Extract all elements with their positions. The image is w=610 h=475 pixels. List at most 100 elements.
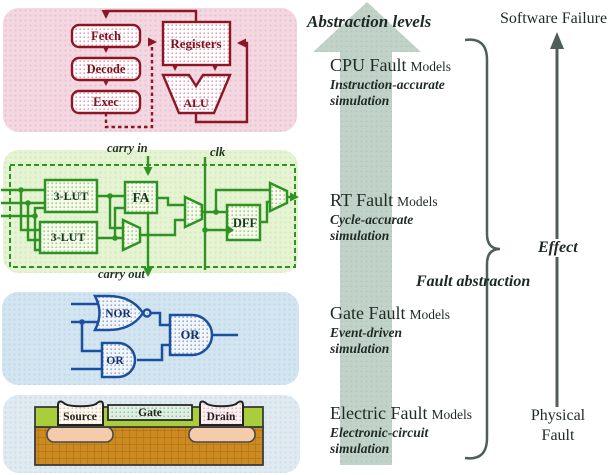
level-title-suffix: Models: [397, 194, 438, 209]
lut1-box: [43, 178, 99, 214]
gate-label: Gate: [138, 407, 162, 419]
mux2-shape: [183, 195, 204, 229]
gate-diagram: NOR OR OR: [71, 294, 238, 379]
fetch-box: [70, 23, 142, 49]
rt-fault-level-text: RT Fault Models Cycle-accurate simulatio…: [330, 190, 490, 243]
nor-bubble: [142, 308, 152, 318]
level-title-suffix: Models: [431, 407, 472, 422]
registers-to-fetch-wire: [101, 9, 198, 22]
junction-dot: [202, 227, 208, 233]
fetch-label: Fetch: [91, 29, 121, 43]
mux1-to-mux2-wire: [140, 218, 185, 237]
level-subtitle: Electronic-circuit simulation: [330, 425, 429, 456]
junction-dot: [79, 319, 85, 325]
level-title: Gate Fault Models: [330, 303, 490, 324]
software-failure-label: Software Failure: [500, 10, 608, 27]
gate-level-panel: NOR OR OR: [2, 292, 299, 385]
mux1-shape: [121, 218, 142, 252]
drain-contact: [199, 400, 244, 426]
fa-box: [123, 180, 159, 215]
level-subtitle: Cycle-accurate simulation: [330, 212, 414, 243]
cpu-level-panel: Fetch Decode Exec Registers ALU: [3, 8, 297, 132]
registers-box: [161, 20, 232, 67]
lut1-to-mux1-wire: [108, 196, 123, 230]
or2-label: OR: [181, 328, 201, 342]
gate-fault-level-text: Gate Fault Models Event-driven simulatio…: [330, 303, 490, 356]
alu-label: ALU: [183, 96, 209, 110]
source-label: Source: [63, 411, 97, 423]
lut2-box: [38, 220, 99, 255]
lut1-label: 3-LUT: [54, 189, 89, 203]
level-subtitle: Event-driven simulation: [330, 325, 402, 356]
exec-registers-dotted-wire: [104, 37, 157, 129]
or2-gate-shape: [168, 313, 214, 357]
level-subtitle: Instruction-accurate simulation: [330, 77, 445, 108]
or1-to-or2-wire: [137, 343, 170, 362]
junction-dot: [213, 209, 219, 215]
level-title: RT Fault Models: [330, 190, 490, 211]
abstraction-levels-heading: Abstraction levels: [307, 12, 432, 31]
carry-in-label: carry in: [107, 141, 148, 155]
rt-input-c: [1, 206, 45, 218]
level-title-main: Gate Fault: [330, 303, 406, 323]
nor-to-or2-wire: [150, 311, 170, 327]
drain-label: Drain: [207, 411, 236, 423]
right-annotations: [464, 32, 564, 460]
rt-input-c-branch: [33, 216, 40, 252]
rt-input-a-branch: [19, 190, 40, 232]
fault-abstraction-brace: [464, 38, 501, 460]
junction-dot: [112, 235, 118, 241]
or1-gate-shape: [100, 341, 137, 379]
fa-to-mux2-wire: [157, 196, 185, 207]
dff-to-mux3-wire: [260, 200, 270, 224]
level-title-suffix: Models: [410, 59, 452, 74]
effect-arrow-head: [550, 32, 564, 49]
source-doped-region: [46, 426, 114, 443]
physical-fault-label: Physical Fault: [530, 407, 586, 444]
effect-label: Effect: [535, 239, 581, 257]
decode-box: [70, 56, 142, 82]
carry-out-label: carry out: [98, 267, 145, 281]
dff-label: DFF: [233, 216, 258, 230]
junction-dot: [107, 193, 113, 199]
cpu-diagram: Fetch Decode Exec Registers ALU: [70, 9, 249, 129]
dff-clock-triangle: [227, 225, 234, 235]
alu-shape: [161, 73, 232, 115]
registers-label: Registers: [170, 36, 221, 51]
lut2-to-fa-wire: [113, 206, 125, 238]
fa-label: FA: [133, 190, 150, 205]
junction-dot: [18, 187, 24, 193]
abstraction-up-arrow-shape: [313, 2, 421, 465]
electric-level-panel: Source Gate Drain: [3, 395, 300, 473]
nor-label: NOR: [105, 308, 131, 320]
nor-gate-shape: [92, 294, 145, 332]
source-contact: [57, 400, 104, 426]
drain-doped-region: [188, 426, 256, 443]
level-title-main: RT Fault: [330, 190, 394, 210]
lut2-label: 3-LUT: [51, 230, 86, 244]
junction-dot: [32, 213, 38, 219]
junction-dot: [25, 200, 31, 206]
mux2-bypass-wire: [214, 188, 270, 212]
mux3-shape: [268, 181, 289, 213]
decode-label: Decode: [87, 62, 126, 76]
level-title: CPU Fault Models: [330, 55, 490, 76]
clk-label: clk: [210, 145, 226, 159]
level-title-main: CPU Fault: [330, 55, 407, 75]
rt-level-panel: 3-LUT 3-LUT FA DFF: [1, 150, 299, 277]
transistor-diagram: Source Gate Drain: [34, 400, 264, 466]
or1-label: OR: [106, 355, 124, 367]
rt-diagram: 3-LUT 3-LUT FA DFF: [1, 156, 299, 277]
dff-box: [225, 203, 262, 242]
level-title: Electric Fault Models: [330, 403, 490, 424]
fault-abstraction-label: Fault abstraction: [416, 273, 531, 290]
shared-input-branch-wire: [80, 322, 102, 353]
gate-contact: [107, 404, 193, 421]
level-title-suffix: Models: [409, 307, 450, 322]
cpu-fault-level-text: CPU Fault Models Instruction-accurate si…: [330, 55, 490, 108]
exec-label: Exec: [93, 95, 119, 109]
exec-box: [70, 89, 142, 115]
level-title-main: Electric Fault: [330, 403, 428, 423]
alu-registers-feedback-wire: [194, 38, 249, 124]
